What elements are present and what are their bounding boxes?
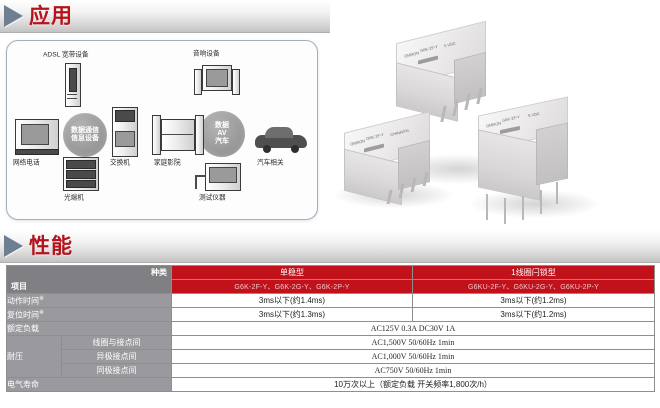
table-corner-cell: 种类 项目 [6, 265, 172, 294]
app-label-network: 网络电话 [13, 159, 40, 167]
row-label-dielectric-strength: 耐压 [6, 335, 62, 378]
performance-section-header: 性能 [0, 230, 660, 263]
app-label-car: 汽车相关 [257, 159, 284, 167]
relay-product-photo: OMRON G6K-2F-Y 5 VDC OMRON G6K-2F-Y CHIN… [330, 0, 660, 236]
application-section-title: 应用 [29, 4, 73, 28]
circle-av-line2: AV [217, 129, 227, 137]
row-note-operate-time: ※ [39, 295, 45, 302]
app-label-optical: 光端机 [64, 194, 84, 202]
circle-data-av-car: 数据 AV 汽车 [199, 111, 245, 157]
table-row: 复位时间※ 3ms以下(约1.3ms) 3ms以下(约1.2ms) [6, 307, 655, 322]
table-row: 耐压 线圈与接点间 AC1,500V 50/60Hz 1min [6, 335, 655, 378]
circle-av-line1: 数据 [215, 121, 229, 129]
cell-electrical-life: 10万次以上（额定负载 开关频率1,800次/h） [171, 377, 655, 392]
row-sublabel-different-pole: 异极接点间 [61, 349, 172, 364]
cell-operate-time-latch: 3ms以下(约1.2ms) [412, 293, 655, 308]
table-row: 额定负载 AC125V 0.3A DC30V 1A [6, 321, 655, 336]
app-label-instrument: 测试仪器 [199, 194, 226, 202]
table-header-row-kind: 种类 项目 单稳型 1线圈闩锁型 [6, 265, 655, 294]
cell-rated-load: AC125V 0.3A DC30V 1A [171, 321, 655, 336]
row-note-release-time: ※ [39, 309, 45, 316]
circle-data-comm: 数据通信 信息设备 [63, 113, 107, 157]
row-label-operate-time-text: 动作时间 [7, 296, 39, 306]
cell-dielectric-different-pole: AC1,000V 50/60Hz 1min [171, 349, 655, 364]
cell-release-time-mono: 3ms以下(约1.3ms) [171, 307, 413, 322]
app-label-audio: 音响设备 [193, 50, 220, 58]
table-row: 异极接点间 AC1,000V 50/60Hz 1min [7, 349, 655, 364]
table-row: 同极接点间 AC750V 50/60Hz 1min [7, 363, 655, 378]
cell-operate-time-mono: 3ms以下(约1.4ms) [171, 293, 413, 308]
cell-dielectric-coil-contact: AC1,500V 50/60Hz 1min [171, 335, 655, 350]
cell-release-time-latch: 3ms以下(约1.2ms) [412, 307, 655, 322]
table-row: 动作时间※ 3ms以下(约1.4ms) 3ms以下(约1.2ms) [6, 293, 655, 308]
app-label-switch: 交换机 [110, 159, 130, 167]
cell-dielectric-same-pole: AC750V 50/60Hz 1min [171, 363, 655, 378]
row-sublabel-same-pole: 同极接点间 [61, 363, 172, 378]
row-label-release-time: 复位时间※ [6, 307, 172, 322]
performance-table: 种类 项目 单稳型 1线圈闩锁型 G6K-2F-Y、G6K-2G-Y、G6K-2… [6, 265, 655, 392]
row-label-rated-load: 额定负载 [6, 321, 172, 336]
circle-av-line3: 汽车 [215, 138, 229, 146]
play-triangle-icon [4, 5, 23, 27]
row-label-release-time-text: 复位时间 [7, 310, 39, 320]
circle-data-comm-line2: 信息设备 [71, 135, 99, 142]
row-label-electrical-life: 电气寿命 [6, 377, 172, 392]
column-header-latching: 1线圈闩锁型 [412, 265, 655, 280]
row-sublabel-coil-contact: 线圈与接点间 [61, 335, 172, 350]
circle-data-comm-line1: 数据通信 [71, 126, 99, 134]
table-row: 电气寿命 10万次以上（额定负载 开关频率1,800次/h） [6, 377, 655, 392]
column-models-latching: G6KU-2F-Y、G6KU-2G-Y、G6KU-2P-Y [412, 279, 655, 294]
performance-section-title: 性能 [29, 234, 73, 258]
app-label-home-av: 家庭影院 [154, 159, 181, 167]
play-triangle-icon [4, 235, 23, 257]
corner-item-label: 项目 [11, 282, 27, 291]
corner-kind-label: 种类 [151, 268, 167, 277]
row-label-operate-time: 动作时间※ [6, 293, 172, 308]
column-header-monostable: 单稳型 [171, 265, 413, 280]
column-models-monostable: G6K-2F-Y、G6K-2G-Y、G6K-2P-Y [171, 279, 413, 294]
application-diagram-panel: ADSL 宽带设备 音响设备 数据通信 信息设备 数据 AV 汽车 网络电话 光… [6, 40, 318, 220]
table-header-row-models: G6K-2F-Y、G6K-2G-Y、G6K-2P-Y G6KU-2F-Y、G6K… [7, 279, 655, 294]
app-label-adsl: ADSL 宽带设备 [43, 51, 89, 59]
